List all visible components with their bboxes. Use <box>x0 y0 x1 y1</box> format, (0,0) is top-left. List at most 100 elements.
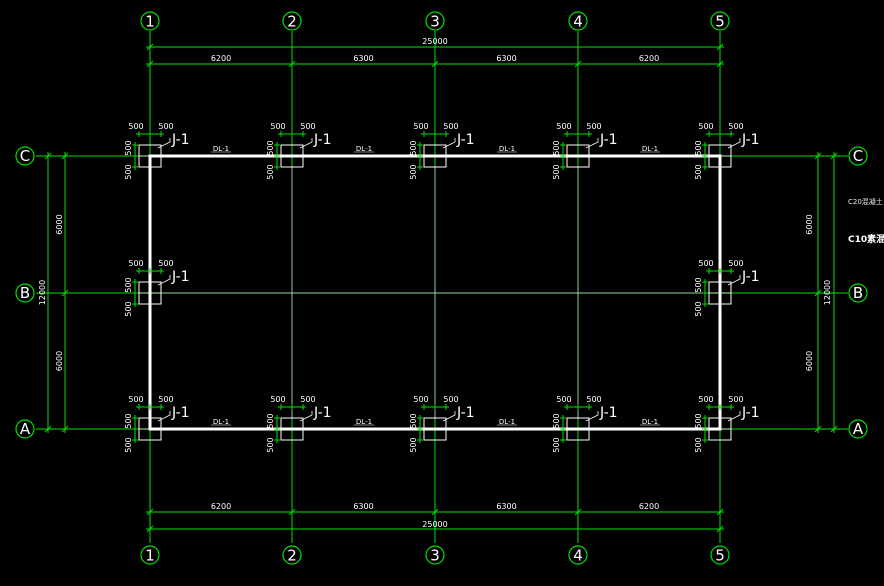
axis-bubble-top-1 <box>140 11 160 31</box>
left-total-dim-tick <box>44 152 52 160</box>
right-dim-2: 6000 <box>805 351 814 371</box>
beam-label-top-2: DL-1 <box>356 145 372 153</box>
footing-dim-h-bottom: 500 <box>266 437 275 452</box>
left-dim-tick <box>61 152 69 160</box>
footing-dim-w-right: 500 <box>443 395 458 404</box>
beam-label-top-1: DL-1 <box>213 145 229 153</box>
axis-bubble-bottom-1 <box>140 545 160 565</box>
axis-bubble-bottom-3 <box>425 545 445 565</box>
footing-dim-h-bottom: 500 <box>409 437 418 452</box>
footing-dim-w-left: 500 <box>556 122 571 131</box>
footing-dim-w-left: 500 <box>270 122 285 131</box>
axis-bubble-top-5 <box>710 11 730 31</box>
footing-dim-h-top: 500 <box>694 413 703 428</box>
footing-dim-w-left: 500 <box>698 259 713 268</box>
axis-label-left-B: B <box>20 284 30 302</box>
axis-label-bottom-2: 2 <box>287 547 297 565</box>
top-dim-3: 6300 <box>496 54 516 63</box>
footing-dim-h-top: 500 <box>409 413 418 428</box>
footing-dim-w-right: 500 <box>728 259 743 268</box>
footing-dim-h-bottom: 500 <box>124 301 133 316</box>
axis-label-top-4: 4 <box>573 13 583 31</box>
bottom-dim-tick <box>574 508 582 516</box>
footing-leader <box>442 411 456 422</box>
footing-dim-w-right: 500 <box>300 122 315 131</box>
footing-leader <box>442 138 456 149</box>
footing-dim-w-right: 500 <box>158 122 173 131</box>
footing-dim-h-top: 500 <box>409 140 418 155</box>
footing-dim-w-right: 500 <box>158 259 173 268</box>
right-total-dim: 12000 <box>823 280 832 305</box>
footing-dim-w-right: 500 <box>443 122 458 131</box>
footing-dim-w-right: 500 <box>728 122 743 131</box>
footing-dim-w-left: 500 <box>698 122 713 131</box>
footing-dim-w-left: 500 <box>556 395 571 404</box>
note-concrete-c20: C20混凝土 <box>848 197 883 206</box>
axis-bubble-bottom-4 <box>568 545 588 565</box>
footing-leader <box>157 275 171 286</box>
beam-label-bottom-1: DL-1 <box>213 418 229 426</box>
footing-label: J-1 <box>171 269 190 285</box>
note-concrete-c10: C10素混凝 <box>848 233 884 245</box>
footing-leader <box>157 411 171 422</box>
footing-label: J-1 <box>313 405 332 421</box>
footing-leader <box>157 138 171 149</box>
beam-label-top-3: DL-1 <box>499 145 515 153</box>
footing-label: J-1 <box>741 269 760 285</box>
beam-label-bottom-4: DL-1 <box>642 418 658 426</box>
right-dim-tick <box>814 289 822 297</box>
beam-label-top-4: DL-1 <box>642 145 658 153</box>
axis-bubble-top-3 <box>425 11 445 31</box>
top-dim-2: 6300 <box>353 54 373 63</box>
axis-label-bottom-4: 4 <box>573 547 583 565</box>
footing-dim-h-top: 500 <box>124 140 133 155</box>
footing-label: J-1 <box>741 132 760 148</box>
footing-leader <box>299 411 313 422</box>
bottom-dim-3: 6300 <box>496 502 516 511</box>
left-total-dim-tick <box>44 425 52 433</box>
footing-dim-w-left: 500 <box>128 122 143 131</box>
footing-dim-w-left: 500 <box>413 122 428 131</box>
footing-dim-h-bottom: 500 <box>409 164 418 179</box>
right-dim-tick <box>814 152 822 160</box>
axis-bubble-right-C <box>848 146 868 166</box>
footing-dim-h-bottom: 500 <box>124 164 133 179</box>
top-dim-1: 6200 <box>211 54 231 63</box>
right-dim-tick <box>814 425 822 433</box>
footing-leader <box>585 411 599 422</box>
footing-dim-h-bottom: 500 <box>694 164 703 179</box>
footing-leader <box>727 138 741 149</box>
footing-label: J-1 <box>171 132 190 148</box>
footing-dim-w-right: 500 <box>586 395 601 404</box>
bottom-total-dim-tick <box>146 525 154 533</box>
footing-leader <box>727 275 741 286</box>
footing-label: J-1 <box>313 132 332 148</box>
footing-label: J-1 <box>456 132 475 148</box>
left-dim-1: 6000 <box>55 214 64 234</box>
bottom-dim-tick <box>716 508 724 516</box>
right-dim-1: 6000 <box>805 214 814 234</box>
bottom-dim-tick <box>288 508 296 516</box>
axis-label-right-C: C <box>853 147 863 165</box>
footing-label: J-1 <box>741 405 760 421</box>
axis-bubble-bottom-5 <box>710 545 730 565</box>
bottom-dim-tick <box>146 508 154 516</box>
footing-dim-h-top: 500 <box>694 140 703 155</box>
top-total-dim: 25000 <box>422 37 447 46</box>
footing-dim-w-left: 500 <box>698 395 713 404</box>
footing-dim-w-left: 500 <box>128 259 143 268</box>
right-total-dim-tick <box>830 152 838 160</box>
footing-dim-h-bottom: 500 <box>694 437 703 452</box>
axis-bubble-left-B <box>15 283 35 303</box>
footing-dim-w-left: 500 <box>413 395 428 404</box>
beam-label-bottom-2: DL-1 <box>356 418 372 426</box>
